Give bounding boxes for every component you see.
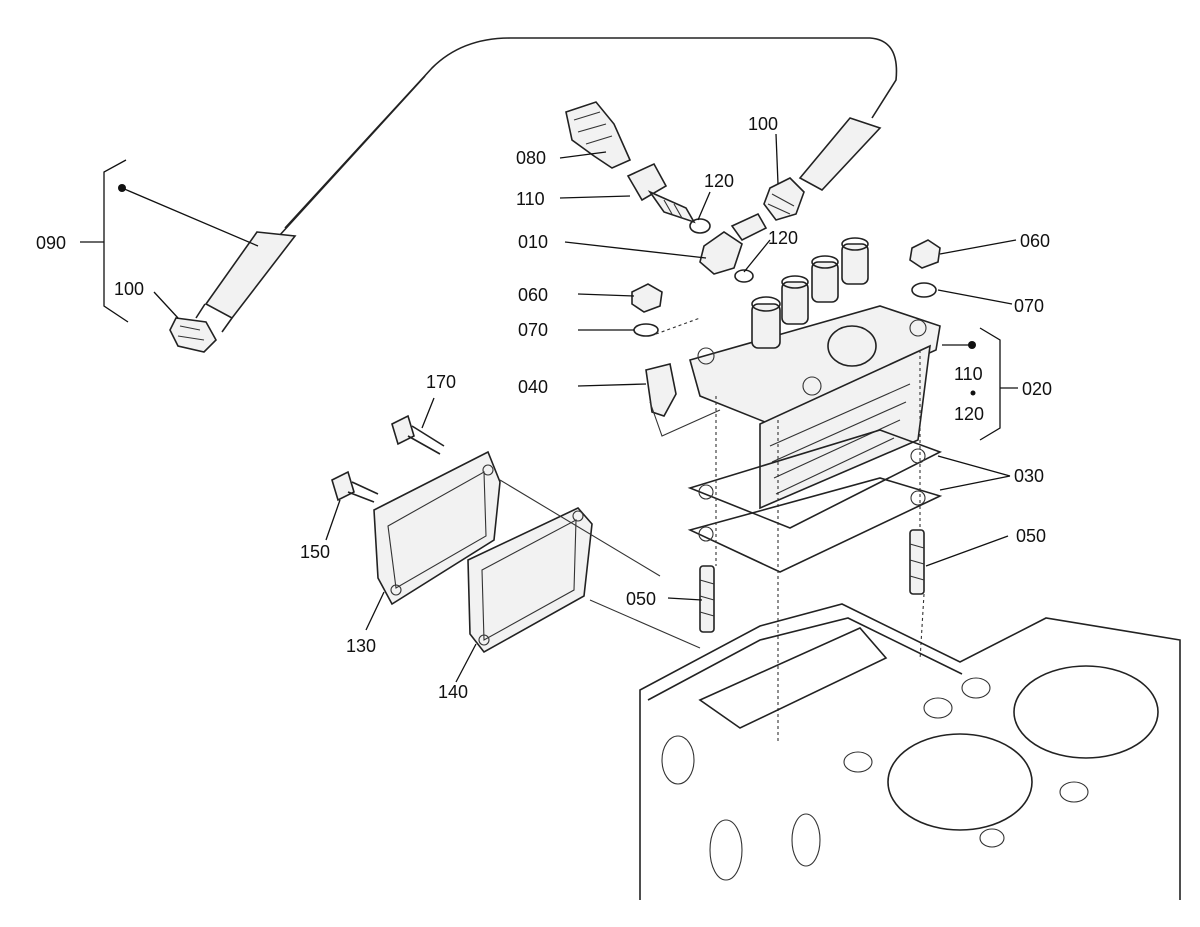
label-050: 050	[1016, 526, 1046, 546]
delivery-valve-holder-set	[565, 101, 768, 283]
pump-mounting-hardware	[631, 239, 941, 742]
label-070: 070	[518, 320, 548, 340]
label-070: 070	[1014, 296, 1044, 316]
label-120: 120	[704, 171, 734, 191]
label-090: 090	[36, 233, 66, 253]
label-060: 060	[1020, 231, 1050, 251]
label-080: 080	[516, 148, 546, 168]
label-120: 120	[954, 404, 984, 424]
label-100: 100	[114, 279, 144, 299]
injection-pump-body	[687, 237, 943, 573]
label-150: 150	[300, 542, 330, 562]
label-030: 030	[1014, 466, 1044, 486]
label-060: 060	[518, 285, 548, 305]
label-010: 010	[518, 232, 548, 252]
leader-lines	[80, 133, 1018, 683]
label-170: 170	[426, 372, 456, 392]
label-100: 100	[748, 114, 778, 134]
label-110: 110	[954, 364, 983, 384]
delivery-valve-top	[751, 237, 869, 349]
label-040: 040	[518, 377, 548, 397]
engine-block	[639, 603, 1181, 900]
part-labels: 080 110 120 010 120 100 090 100 060 070 …	[36, 114, 1052, 702]
injection-pipe-090	[169, 37, 898, 353]
side-cover-assembly	[331, 414, 701, 654]
label-140: 140	[438, 682, 468, 702]
label-130: 130	[346, 636, 376, 656]
label-120: 120	[768, 228, 798, 248]
label-050: 050	[626, 589, 656, 609]
label-020: 020	[1022, 379, 1052, 399]
label-110: 110	[516, 189, 545, 209]
